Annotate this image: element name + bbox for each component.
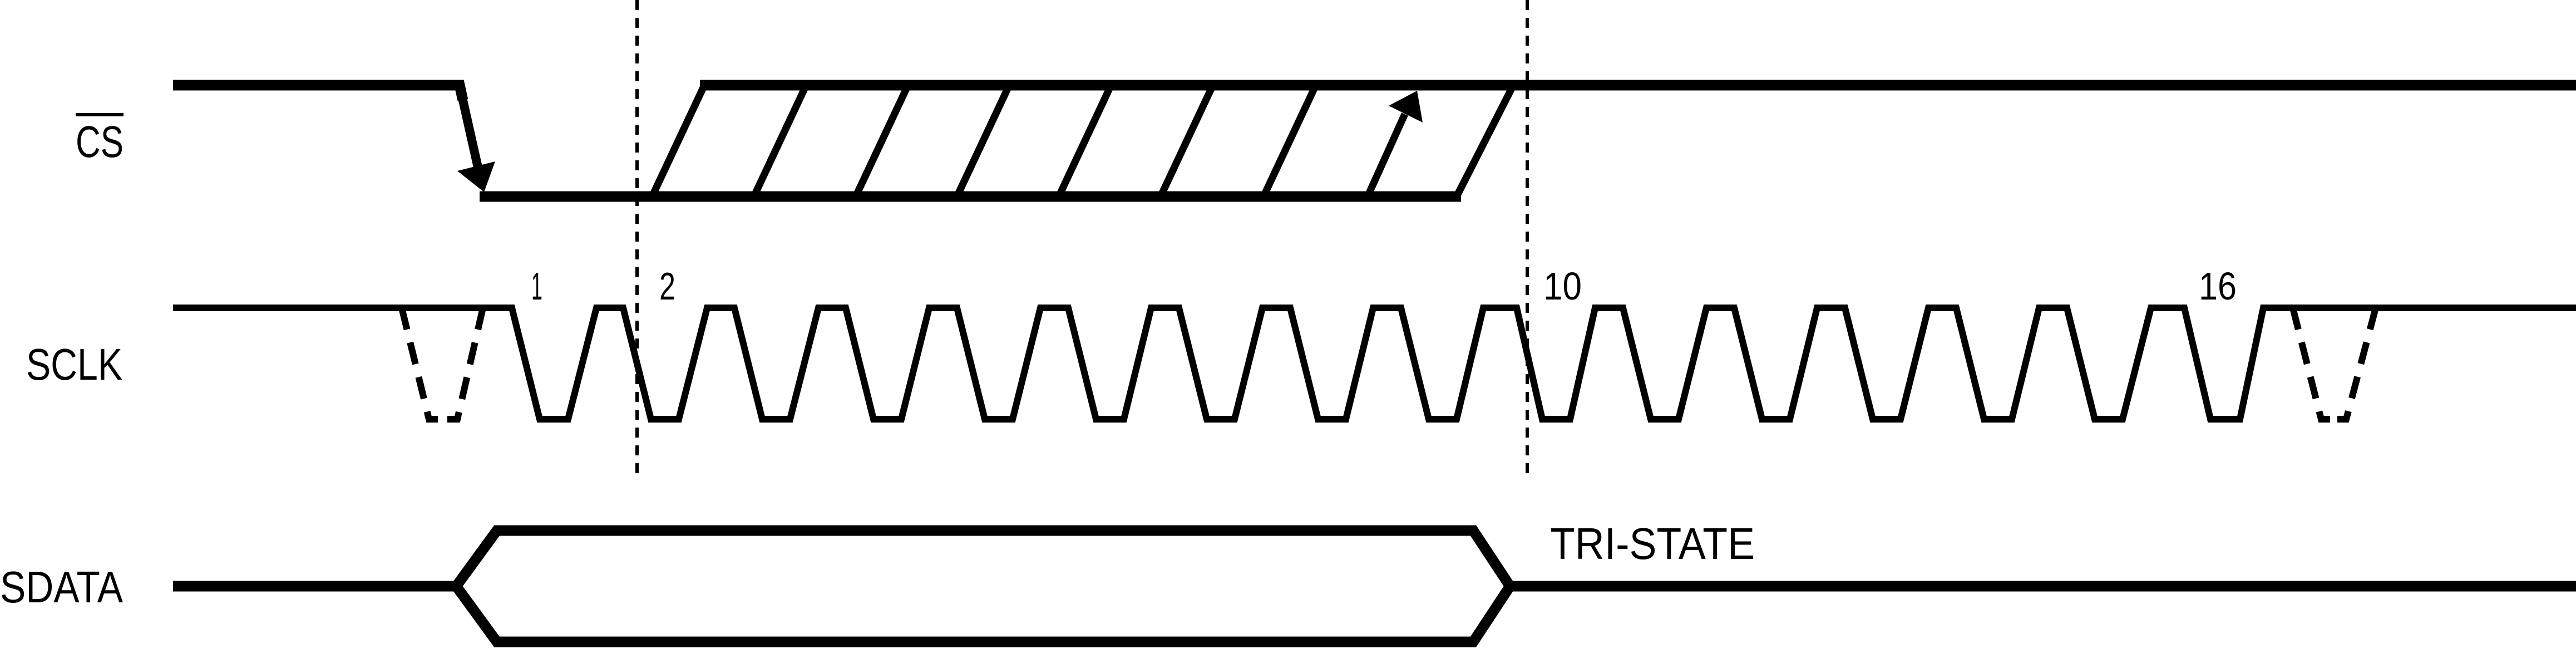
sclk-ghost-start <box>398 307 438 423</box>
cs-label: CS <box>76 117 124 166</box>
clock-label-1: 1 <box>531 264 542 308</box>
cs-rising-arrow-icon <box>1389 91 1423 122</box>
cs-signal: CS <box>76 80 2576 202</box>
clock-label-2: 2 <box>659 264 675 308</box>
clock-label-16: 16 <box>2199 264 2237 308</box>
sclk-signal: SCLK 1 2 10 16 <box>26 264 2576 423</box>
sclk-label: SCLK <box>26 340 122 389</box>
clock-label-10: 10 <box>1543 264 1582 308</box>
sdata-valid-bus <box>450 525 1517 647</box>
cs-overline <box>76 113 124 116</box>
cs-falling-arrow-icon <box>457 161 495 192</box>
sdata-signal: SDATA TRI-STATE <box>0 519 2576 647</box>
sdata-label: SDATA <box>0 562 124 612</box>
cs-hatch-region <box>649 84 1517 198</box>
tristate-label: TRI-STATE <box>1550 519 1755 568</box>
sclk-ghost-end <box>2289 307 2330 423</box>
